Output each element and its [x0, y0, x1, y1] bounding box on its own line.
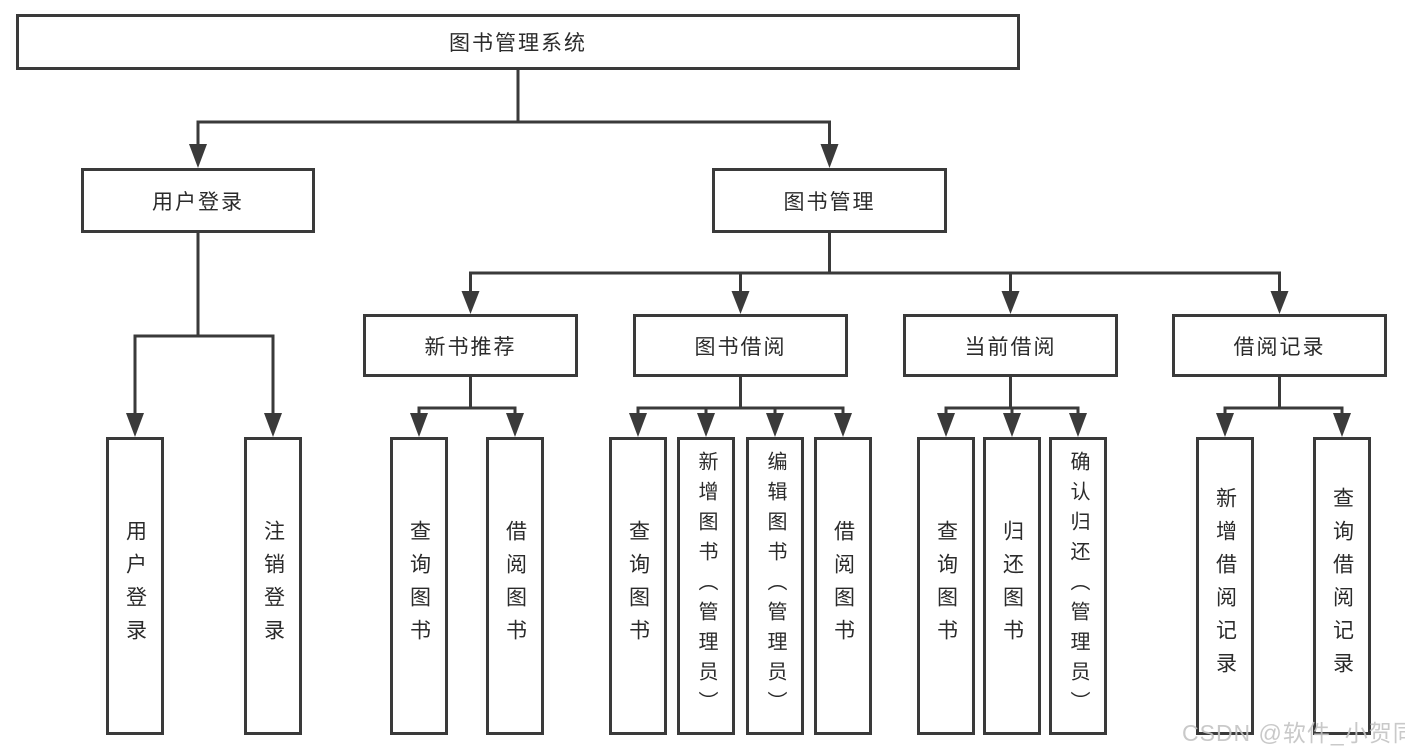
- leaf-add-books-admin: 新增图书（管理员）: [677, 437, 735, 735]
- leaf-return-books: 归还图书: [983, 437, 1041, 735]
- leaf-edit-books-admin: 编辑图书（管理员）: [746, 437, 804, 735]
- node-borrowing-records: 借阅记录: [1172, 314, 1387, 377]
- leaf-query-books-recommend-label: 查询图书: [407, 520, 431, 652]
- leaf-borrow-books-borrowing: 借阅图书: [814, 437, 872, 735]
- leaf-add-borrow-record-label: 新增借阅记录: [1213, 487, 1237, 685]
- leaf-borrow-books-recommend-label: 借阅图书: [503, 520, 527, 652]
- leaf-confirm-return-admin-label: 确认归还（管理员）: [1067, 451, 1089, 721]
- leaf-query-books-borrowing-label: 查询图书: [626, 520, 650, 652]
- watermark-text: CSDN @软件_小贺同学: [1182, 720, 1405, 746]
- leaf-user-login-label: 用户登录: [123, 520, 147, 652]
- leaf-return-books-label: 归还图书: [1000, 520, 1024, 652]
- leaf-borrow-books-borrowing-label: 借阅图书: [831, 520, 855, 652]
- leaf-query-books-current-label: 查询图书: [934, 520, 958, 652]
- node-user-login: 用户登录: [81, 168, 315, 233]
- leaf-user-login: 用户登录: [106, 437, 164, 735]
- node-current-borrowing-label: 当前借阅: [964, 335, 1057, 359]
- leaf-borrow-books-recommend: 借阅图书: [486, 437, 544, 735]
- node-borrowing-records-label: 借阅记录: [1233, 335, 1326, 359]
- leaf-query-books-current: 查询图书: [917, 437, 975, 735]
- node-new-book-recommend-label: 新书推荐: [424, 335, 517, 359]
- leaf-edit-books-admin-label: 编辑图书（管理员）: [764, 451, 786, 721]
- arrowheads: [126, 144, 1351, 437]
- leaf-add-books-admin-label: 新增图书（管理员）: [695, 451, 717, 721]
- node-new-book-recommend: 新书推荐: [363, 314, 578, 377]
- leaf-query-borrow-record-label: 查询借阅记录: [1330, 487, 1354, 685]
- leaf-confirm-return-admin: 确认归还（管理员）: [1049, 437, 1107, 735]
- node-user-login-label: 用户登录: [152, 190, 244, 214]
- connector-lines: [133, 68, 1344, 418]
- node-root: 图书管理系统: [16, 14, 1020, 70]
- leaf-query-books-borrowing: 查询图书: [609, 437, 667, 735]
- leaf-query-borrow-record: 查询借阅记录: [1313, 437, 1371, 735]
- node-book-management-label: 图书管理: [783, 190, 876, 214]
- leaf-logout-label: 注销登录: [261, 520, 285, 652]
- node-root-label: 图书管理系统: [449, 32, 587, 55]
- node-book-management: 图书管理: [712, 168, 947, 233]
- leaf-logout: 注销登录: [244, 437, 302, 735]
- node-current-borrowing: 当前借阅: [903, 314, 1118, 377]
- node-book-borrowing: 图书借阅: [633, 314, 848, 377]
- leaf-add-borrow-record: 新增借阅记录: [1196, 437, 1254, 735]
- leaf-query-books-recommend: 查询图书: [390, 437, 448, 735]
- node-book-borrowing-label: 图书借阅: [694, 335, 787, 359]
